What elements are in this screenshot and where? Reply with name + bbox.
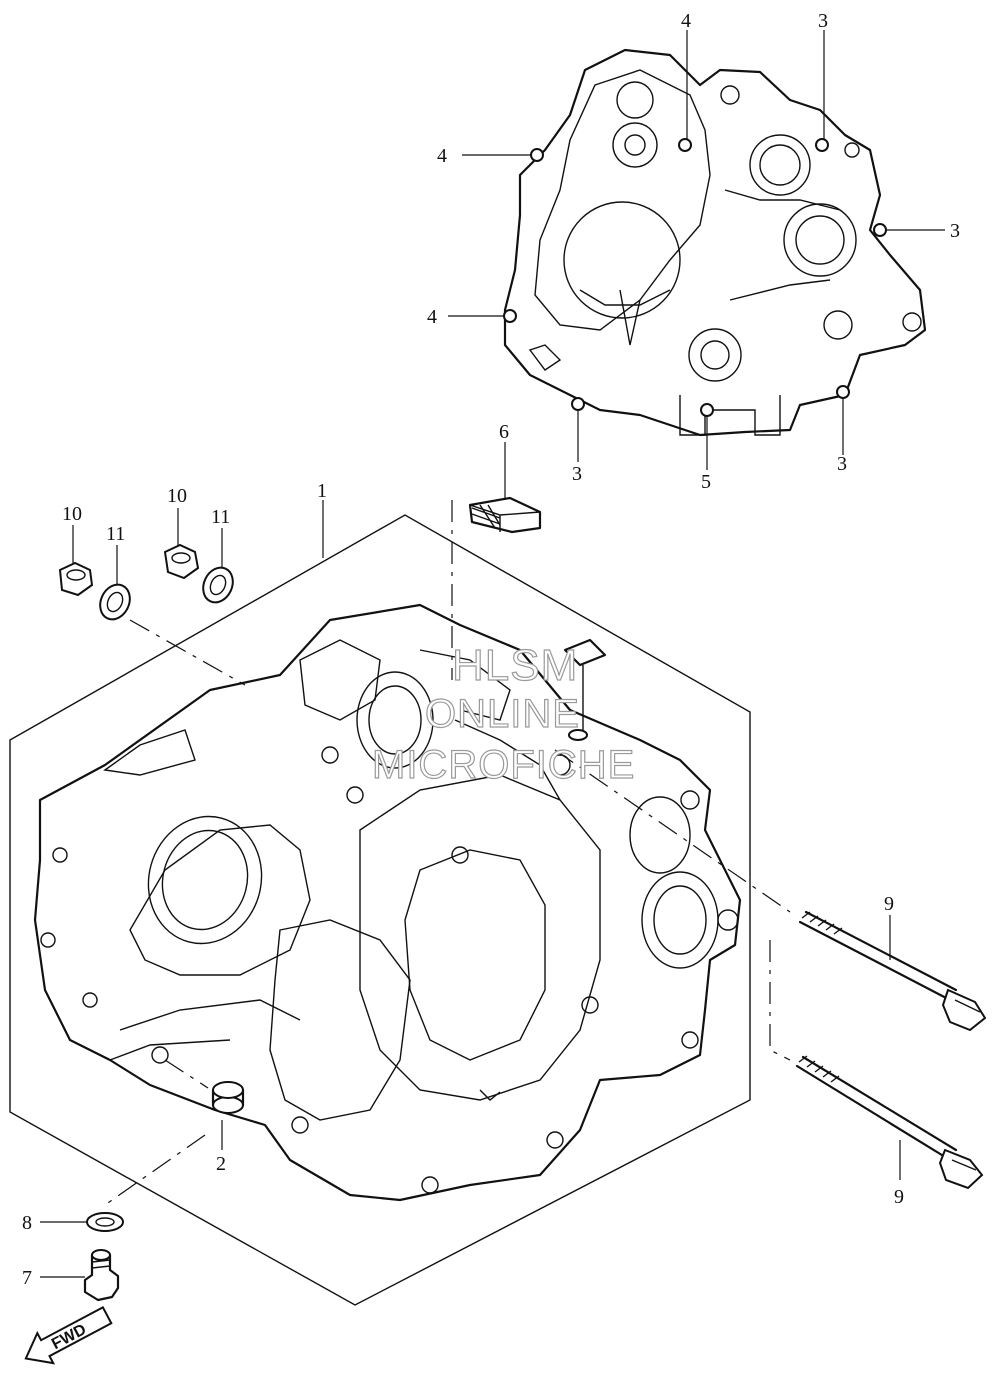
callout-1: 1 <box>317 480 327 502</box>
watermark: HLSM ONLINE MICROFICHE <box>371 640 635 787</box>
callout-4-left-lower: 4 <box>427 306 437 328</box>
crankcase-bolt-upper <box>798 910 987 1032</box>
drain-plug <box>83 1249 120 1302</box>
watermark-line-2: ONLINE <box>425 692 580 736</box>
forward-direction-arrow: FWD <box>24 1305 113 1365</box>
callout-4-top: 4 <box>681 10 691 32</box>
callout-9-upper: 9 <box>884 893 894 915</box>
callout-7: 7 <box>22 1267 32 1289</box>
assembly-lines <box>104 500 791 1206</box>
callout-5: 5 <box>701 471 711 493</box>
watermark-line-1: HLSM <box>452 641 578 690</box>
callout-3-top: 3 <box>818 10 828 32</box>
crankcase-bolt-lower <box>795 1055 984 1190</box>
callout-3-bottom-left: 3 <box>572 463 582 485</box>
right-crankcase-half <box>503 48 927 437</box>
watermark-line-3: MICROFICHE <box>372 743 635 787</box>
callout-11-right: 11 <box>211 506 230 528</box>
oil-seal-cap <box>468 496 542 534</box>
dowel-pin <box>211 1081 245 1114</box>
callout-10-left: 10 <box>62 503 82 525</box>
callout-3-bottom-right: 3 <box>837 453 847 475</box>
leader-lines <box>40 30 945 1278</box>
callout-labels: 1 2 3 3 3 3 4 4 4 5 6 7 8 9 9 10 10 11 1… <box>22 10 960 1289</box>
callout-8: 8 <box>22 1212 32 1234</box>
nut-a <box>58 561 94 597</box>
callout-3-right: 3 <box>950 220 960 242</box>
callout-10-right: 10 <box>167 485 187 507</box>
callout-2: 2 <box>216 1153 226 1175</box>
crankcase-assembly-frame <box>9 514 751 1306</box>
drain-plug-washer <box>86 1212 124 1232</box>
callout-4-left-upper: 4 <box>437 145 447 167</box>
breather-fitting <box>563 638 607 741</box>
left-crankcase-half <box>33 603 742 1202</box>
callout-6: 6 <box>499 421 509 443</box>
callout-11-left: 11 <box>106 523 125 545</box>
nut-b <box>163 543 200 580</box>
callout-9-lower: 9 <box>894 1186 904 1208</box>
washer-a <box>99 583 131 621</box>
washer-b <box>202 566 234 604</box>
